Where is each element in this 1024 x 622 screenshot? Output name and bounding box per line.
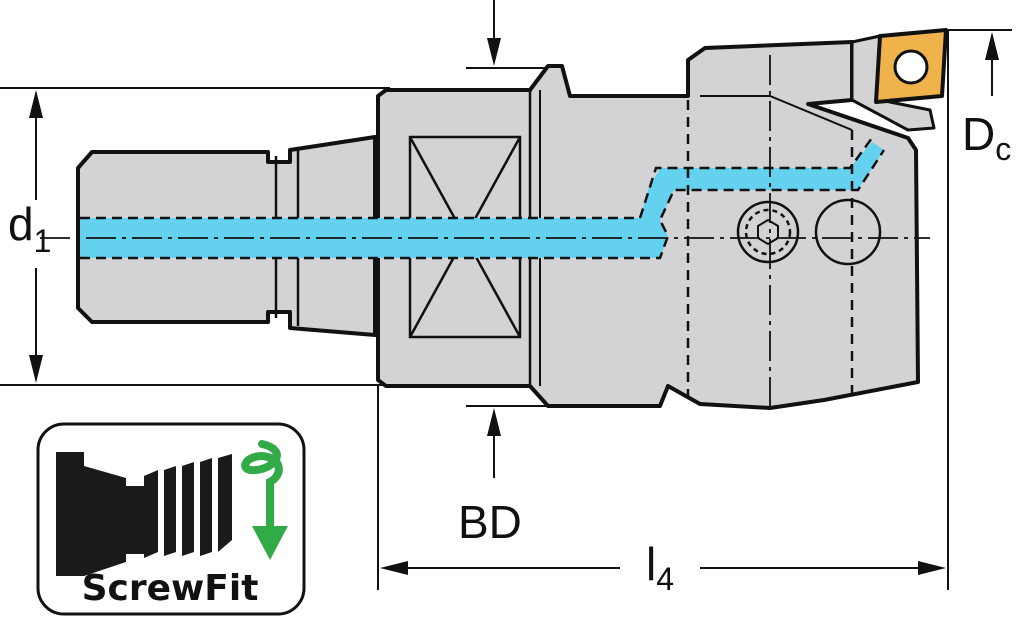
- dim-BD: [487, 0, 501, 478]
- label-l4: l4: [646, 538, 674, 597]
- rotate-arrow-icon: [241, 440, 288, 560]
- dim-l4: [380, 561, 946, 575]
- center-lines: [40, 55, 930, 408]
- coolant-channel: [80, 142, 884, 258]
- screw-hole: [814, 198, 882, 266]
- label-BD: BD: [458, 496, 522, 548]
- label-d1: d1: [8, 198, 51, 259]
- dim-Dc: [985, 32, 999, 96]
- screwfit-badge: ScrewFit: [36, 422, 306, 616]
- screwfit-label: ScrewFit: [82, 568, 259, 609]
- dim-d1: [29, 90, 43, 383]
- label-Dc: Dc: [962, 108, 1011, 167]
- coolant-channel-dashes: [80, 137, 886, 260]
- head-contour: [700, 95, 853, 131]
- extension-lines: [0, 29, 1012, 590]
- screwfit-connection-icon: [56, 452, 232, 576]
- clamp-screw: [736, 200, 800, 264]
- insert-hole: [893, 49, 929, 85]
- hidden-lines: [686, 100, 854, 396]
